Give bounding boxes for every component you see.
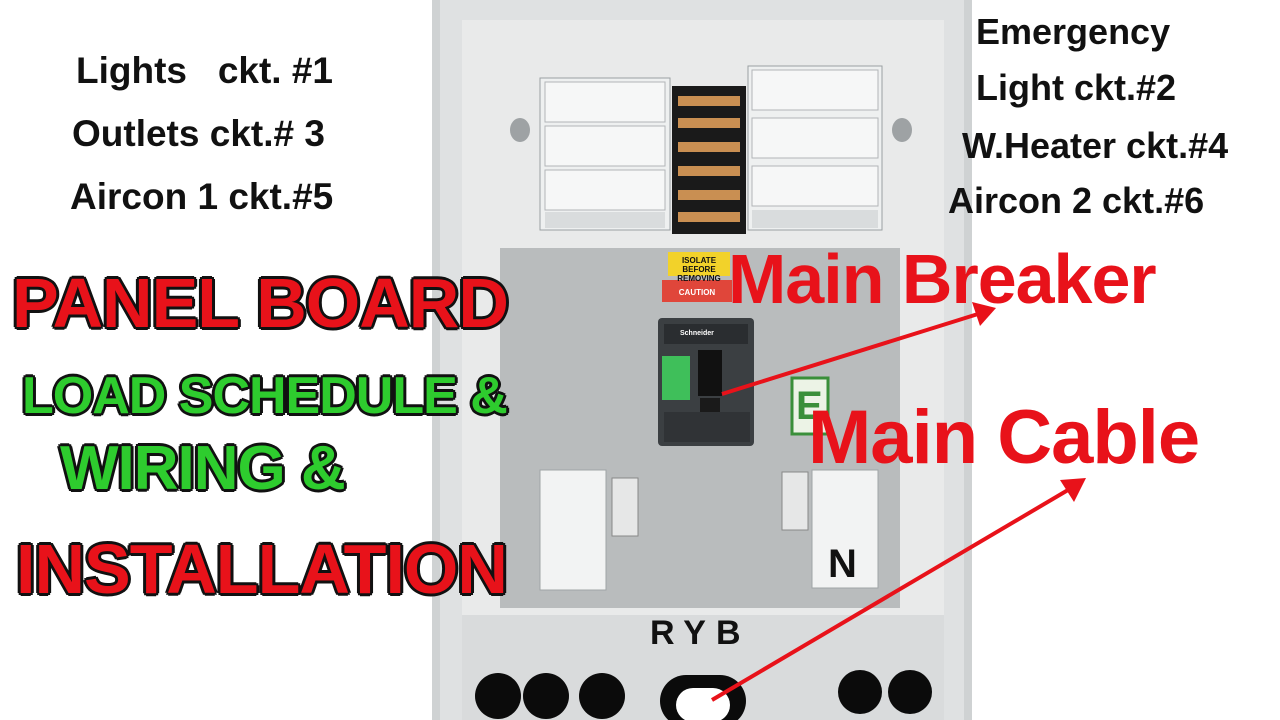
caution-label-text: CAUTION [678, 288, 716, 297]
right-circuit-4: Aircon 2 ckt.#6 [948, 180, 1205, 221]
left-circuit-1: Lights ckt. #1 [76, 50, 334, 91]
main-breaker-callout: Main Breaker [728, 240, 1157, 318]
terminal-block-right [781, 469, 879, 589]
terminal-block-left [539, 469, 639, 591]
busbar [672, 86, 746, 234]
title-line-2: LOAD SCHEDULE & [22, 367, 508, 425]
breaker-brand: Schneider [680, 330, 714, 337]
earth-bar [790, 376, 830, 436]
left-circuit-3: Aircon 1 ckt.#5 [70, 176, 334, 217]
caution-label [662, 280, 732, 302]
mcb-bank-right [747, 65, 883, 231]
right-circuit-3: W.Heater ckt.#4 [962, 125, 1229, 166]
left-circuit-2: Outlets ckt.# 3 [72, 113, 325, 154]
right-circuit-2: Light ckt.#2 [976, 67, 1177, 108]
title-line-4: INSTALLATION [15, 530, 509, 608]
right-circuit-1: Emergency [976, 11, 1171, 52]
warning-label-text: ISOLATE BEFORE REMOVING [677, 256, 721, 283]
earth-label: E [796, 384, 823, 428]
mcb-bank-left [539, 77, 671, 231]
keyhole-left [510, 118, 530, 142]
phase-label: RYB [650, 614, 751, 652]
title-line-1: PANEL BOARD [11, 264, 510, 342]
neutral-label: N [828, 542, 857, 586]
knockout-holes [475, 670, 932, 720]
main-cable-callout: Main Cable [808, 395, 1200, 480]
main-breaker-arrow [721, 302, 996, 396]
keyhole-right [892, 118, 912, 142]
warning-label [668, 252, 730, 276]
main-breaker [658, 318, 754, 446]
title-line-3: WIRING & [60, 434, 346, 503]
main-cable-arrow [710, 478, 1086, 702]
